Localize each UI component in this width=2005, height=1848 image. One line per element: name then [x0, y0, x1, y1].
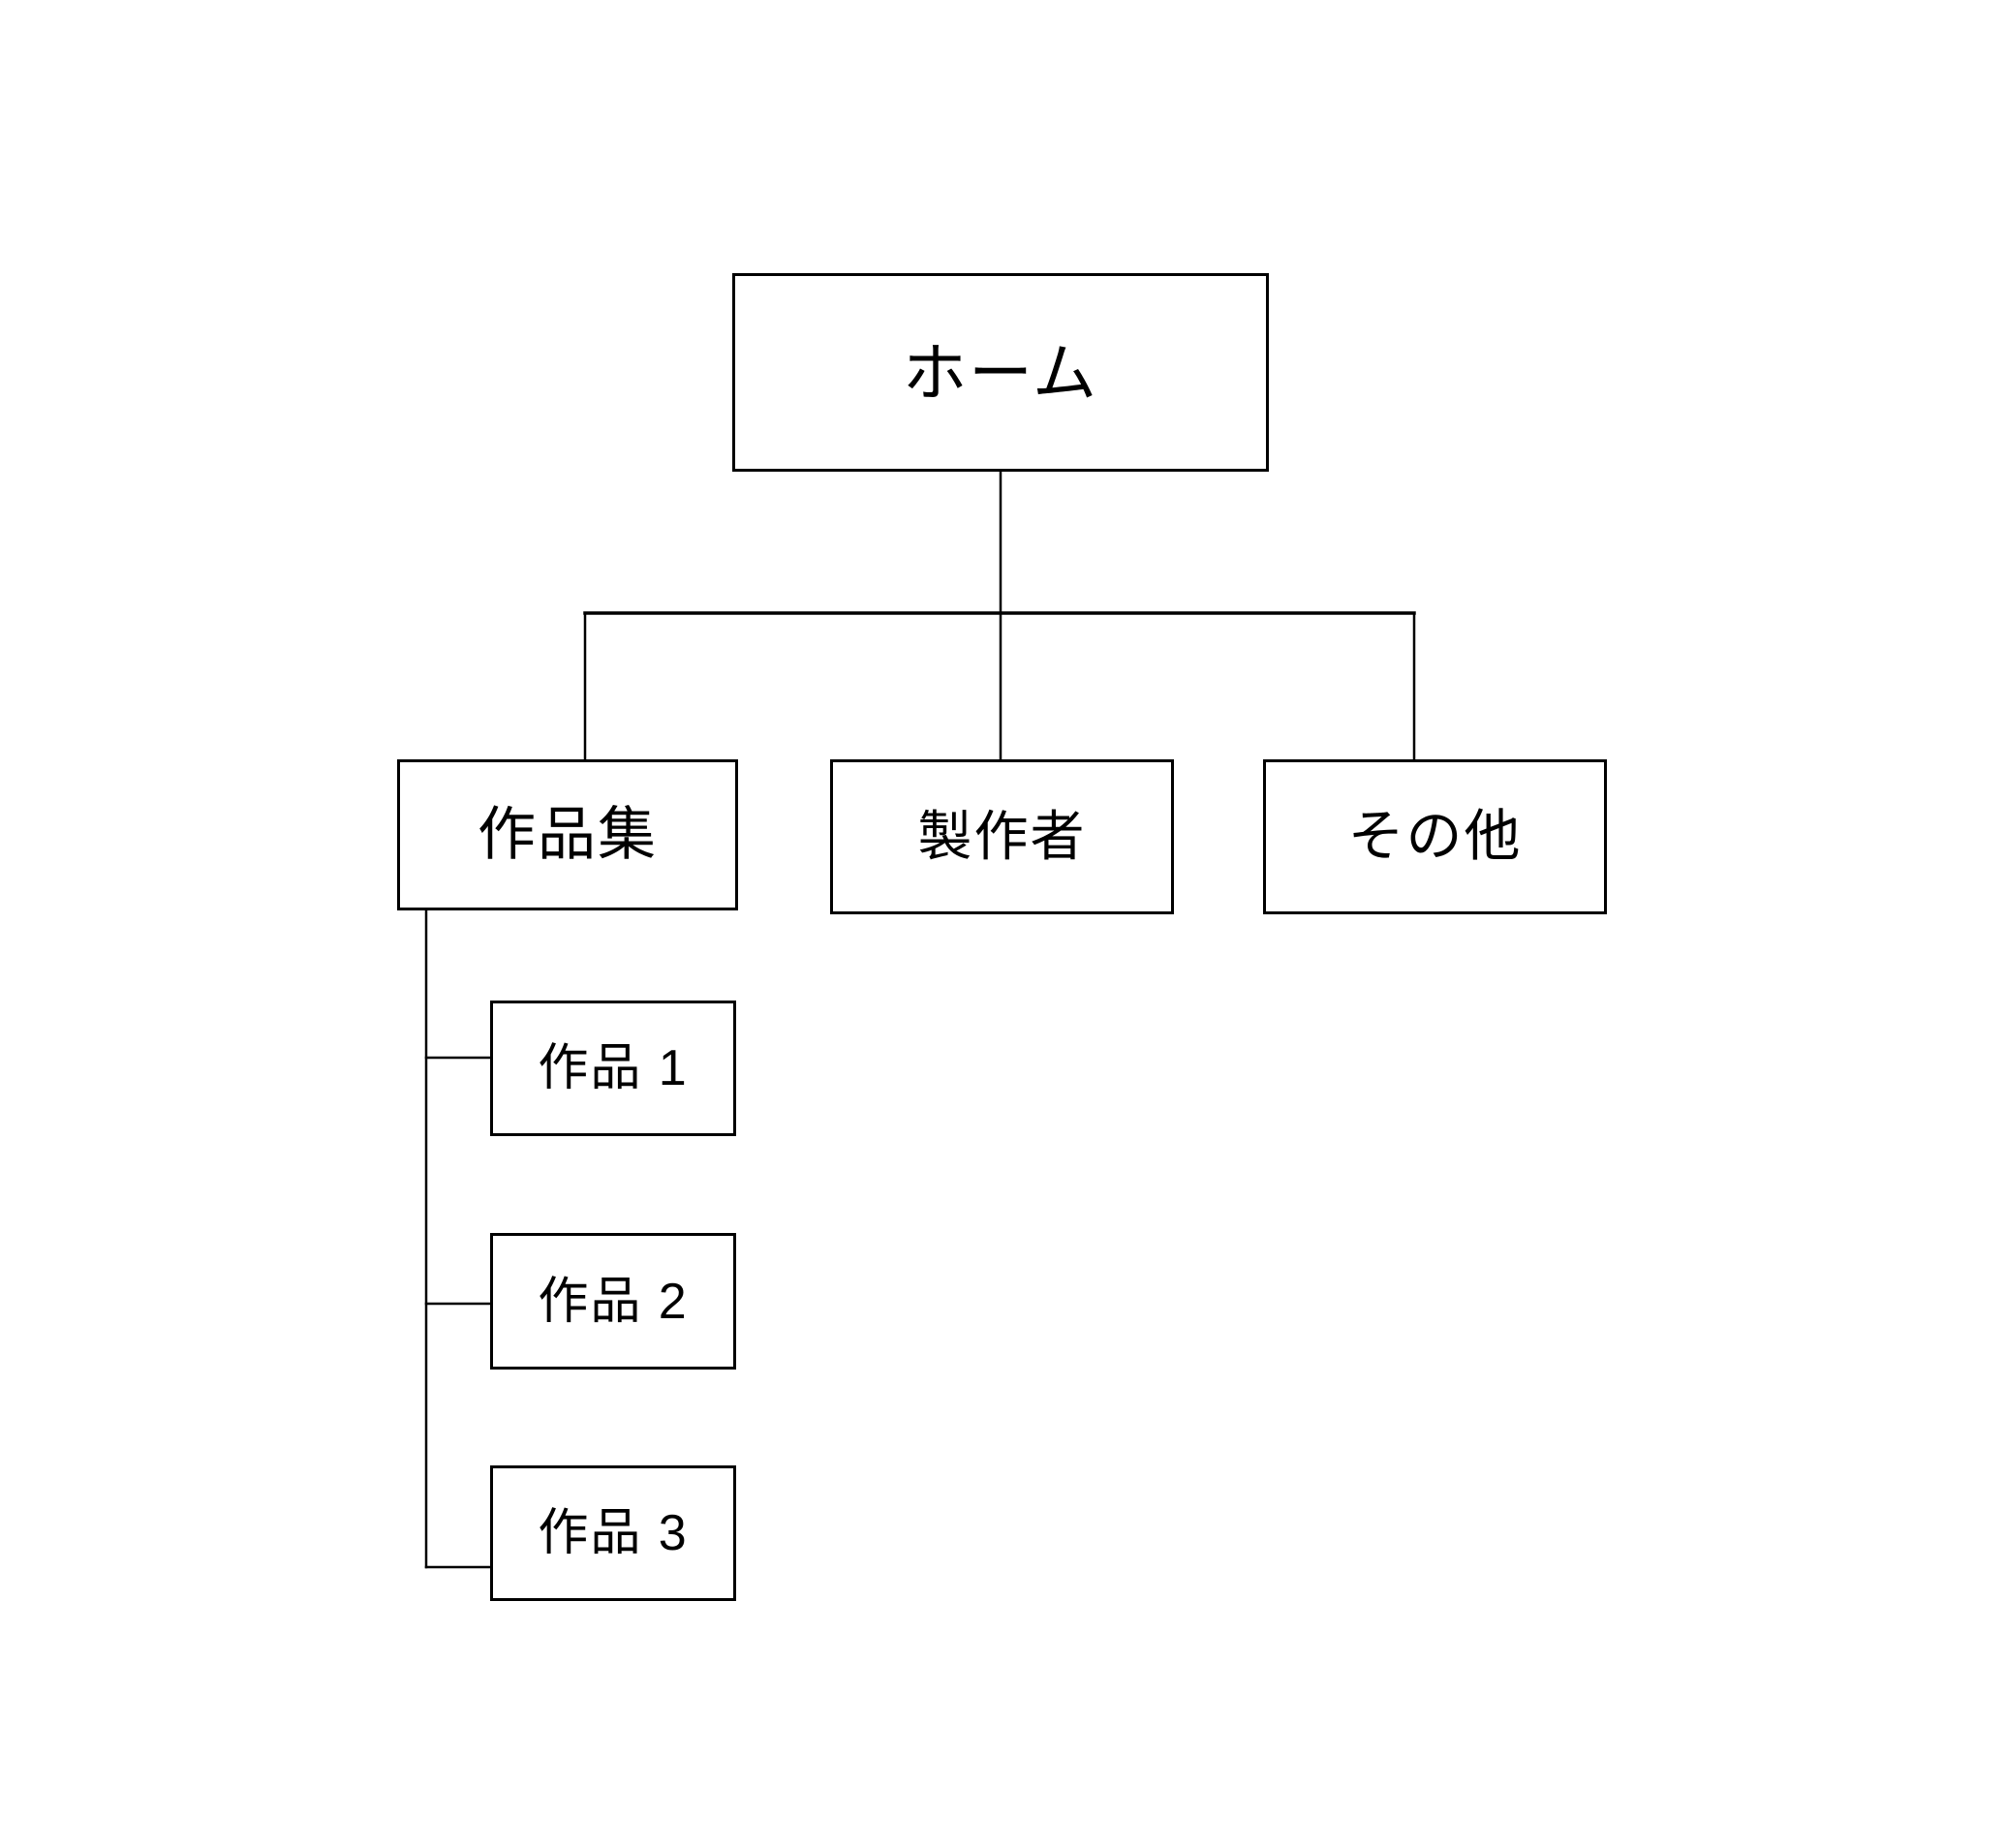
- node-works-label: 作品集: [478, 802, 658, 867]
- node-home-label: ホーム: [902, 336, 1099, 409]
- node-others: その他: [1263, 759, 1607, 914]
- node-work1-label: 作品 1: [538, 1040, 689, 1096]
- node-work1: 作品 1: [490, 1001, 736, 1136]
- node-others-label: その他: [1347, 805, 1523, 868]
- node-work3-label: 作品 3: [538, 1505, 689, 1561]
- node-work2-label: 作品 2: [538, 1273, 689, 1330]
- node-creator-label: 製作者: [917, 806, 1087, 867]
- node-home: ホーム: [732, 273, 1269, 472]
- node-work3: 作品 3: [490, 1465, 736, 1601]
- node-work2: 作品 2: [490, 1233, 736, 1370]
- node-creator: 製作者: [830, 759, 1174, 914]
- node-works: 作品集: [397, 759, 738, 910]
